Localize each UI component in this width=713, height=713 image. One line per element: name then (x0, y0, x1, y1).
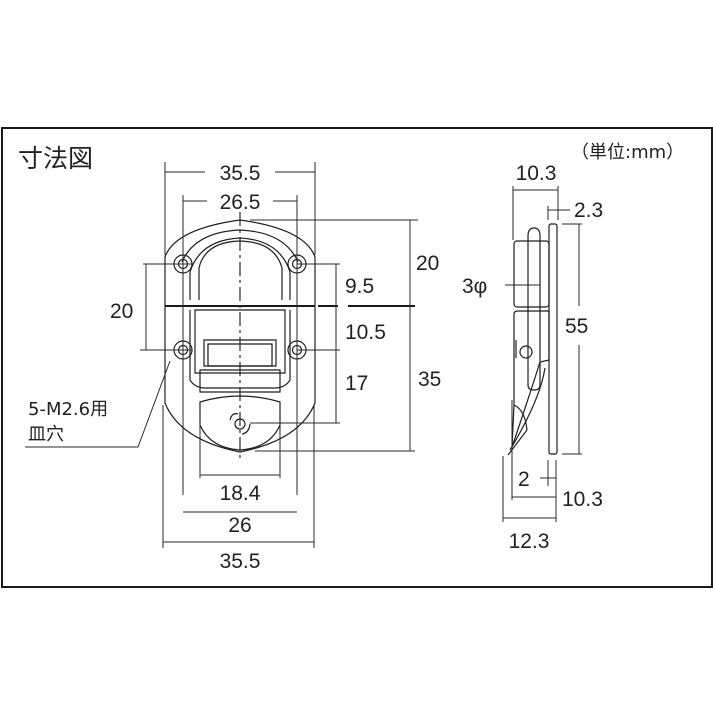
back-plate (548, 223, 558, 455)
unit-note: （単位:mm） (571, 142, 684, 163)
dim-side-overall-depth: 12.3 (509, 530, 550, 553)
dim-bottom-hole-width: 26 (228, 514, 251, 537)
dim-side-plate-top: 2.3 (574, 199, 603, 222)
dim-side-bottom-depth: 10.3 (562, 488, 603, 511)
front-view: 35.5 26.5 20 9.5 10.5 17 20 35 1 (25, 162, 441, 573)
note-countersink-line2: 皿穴 (28, 424, 64, 445)
dim-right-lower: 17 (345, 372, 368, 395)
dim-side-height: 55 (565, 315, 588, 338)
dim-side-top-depth: 10.3 (516, 162, 557, 185)
dim-top-hole-width: 26.5 (220, 191, 261, 214)
dim-right-upper: 9.5 (345, 275, 374, 298)
dim-right-mid: 10.5 (345, 321, 386, 344)
drawing-frame (1, 127, 713, 588)
note-countersink-line1: 5-M2.6用 (28, 399, 108, 420)
side-view: 10.3 2.3 3φ 55 2 10.3 12.3 (462, 162, 603, 553)
drawing-title: 寸法図 (18, 144, 93, 173)
dim-far-right-upper: 20 (416, 252, 439, 275)
dim-pin-diameter: 3φ (462, 275, 487, 298)
dim-side-plate-bottom: 2 (518, 468, 530, 491)
leader-line (25, 360, 171, 448)
dim-bottom-outer-width: 35.5 (220, 550, 261, 573)
dim-far-right-lower: 35 (418, 368, 441, 391)
latch-outer-body (164, 219, 316, 453)
dim-left-hole-pitch: 20 (110, 300, 133, 323)
dim-bottom-inner-width: 18.4 (220, 482, 261, 505)
dim-top-outer-width: 35.5 (220, 162, 261, 185)
